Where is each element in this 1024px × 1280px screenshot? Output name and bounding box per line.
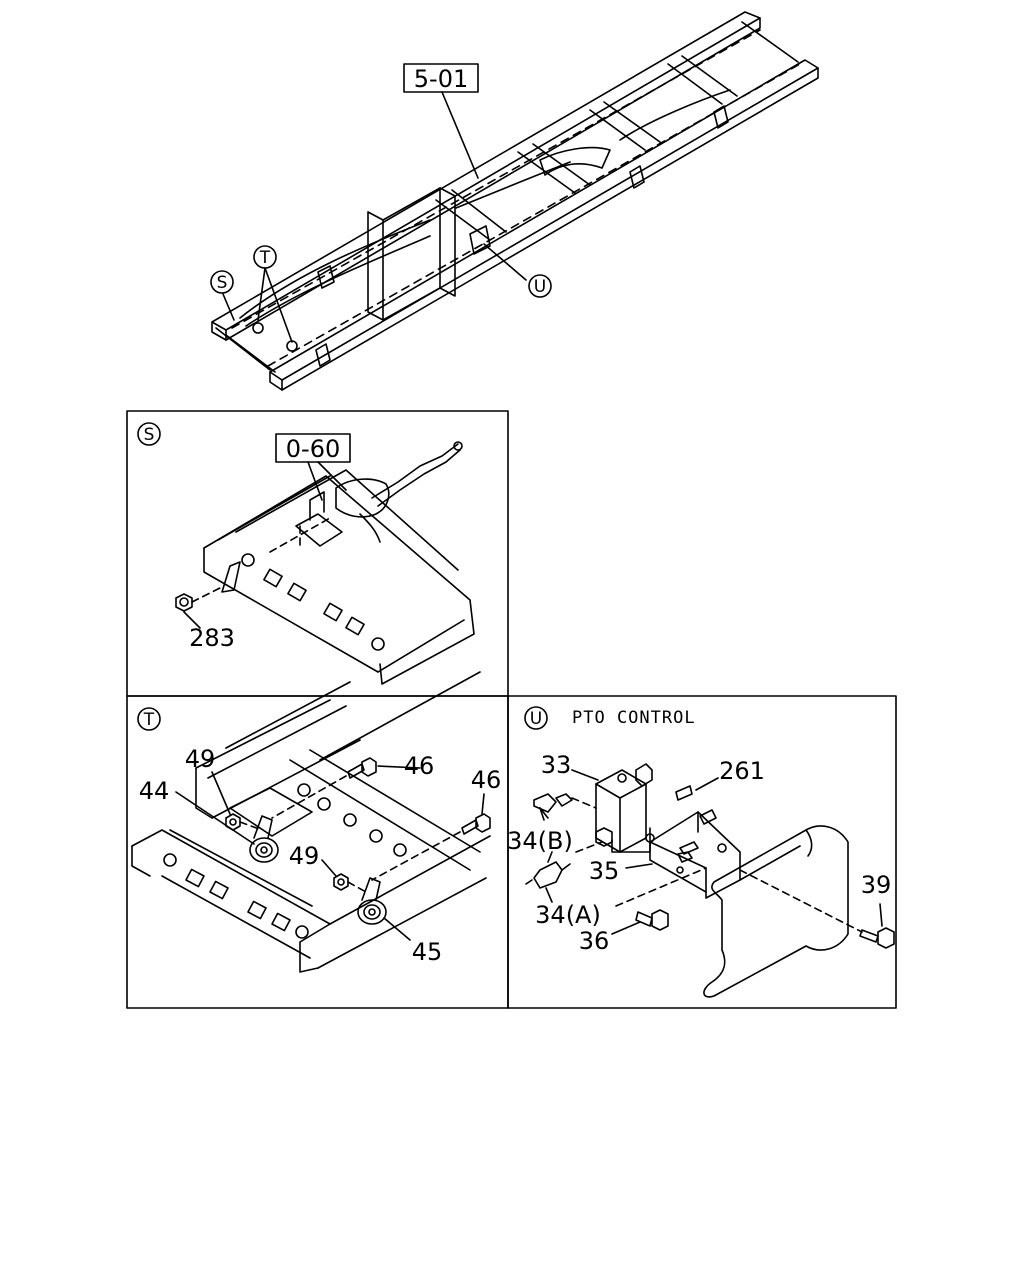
panel-t-dashed-links: [239, 775, 461, 893]
panel-s-rail: [203, 469, 475, 685]
panel-s-cable-bracket: [269, 441, 463, 553]
bolt-39-icon: [859, 927, 895, 949]
part-label-46-upper: 46: [404, 752, 435, 780]
bolt-46-right-icon: [461, 813, 491, 835]
callout-t-leader-a: [257, 267, 266, 321]
frame-rail-icon: [703, 825, 849, 998]
part-label-36: 36: [579, 927, 610, 955]
ref-box-5-01: [403, 63, 479, 93]
part-label-49-lower: 49: [289, 842, 320, 870]
ref-box-0-60-label: 0-60: [286, 435, 340, 463]
plug-261-icon: [675, 785, 699, 863]
callout-s-label: S: [217, 273, 228, 293]
callout-t-leader-b: [264, 267, 293, 343]
callout-s-circle: [210, 270, 234, 294]
callout-u-circle: [528, 274, 552, 298]
callout-t-circle: [253, 245, 277, 269]
panel-u-frame: [507, 695, 897, 1009]
part-label-39: 39: [861, 871, 892, 899]
solenoid-valve-33-icon: [595, 763, 655, 853]
callout-u-leader: [483, 243, 527, 281]
part-label-283: 283: [189, 624, 235, 652]
part-label-261: 261: [719, 757, 765, 785]
truck-chassis-frame: [211, 11, 819, 391]
panel-u-dashed-links: [571, 797, 863, 933]
callout-t-label: T: [259, 248, 271, 268]
nut-283-leader: [191, 585, 225, 603]
elbow-34b-icon: [533, 793, 573, 821]
nut-283-icon: [175, 593, 193, 612]
panel-u-marker: U: [530, 709, 542, 729]
part-label-46-right: 46: [471, 766, 502, 794]
callout-s-leader: [222, 293, 235, 321]
panel-t-leaders: [175, 765, 485, 941]
panel-u-title: PTO CONTROL: [572, 708, 696, 728]
panel-u-marker-circle: [524, 706, 548, 730]
ref-box-5-01-label: 5-01: [414, 65, 468, 93]
tee-34a-icon: [525, 851, 571, 889]
part-label-34a: 34(A): [535, 901, 601, 929]
panel-u-leaders: [539, 769, 883, 935]
bolt-46-upper-icon: [347, 757, 377, 779]
part-label-49-upper: 49: [185, 745, 216, 773]
panel-s-marker-circle: [137, 422, 161, 446]
panel-t-marker: T: [143, 710, 155, 730]
callout-u-label: U: [534, 277, 546, 297]
ref-box-0-60-leader: [307, 461, 347, 501]
fitting-icon: [595, 827, 613, 847]
panel-t-rails: [131, 671, 491, 973]
nut-283-label-leader: [183, 611, 201, 629]
horn-45-icon: [357, 877, 387, 925]
part-label-44: 44: [139, 777, 170, 805]
horn-44-icon: [249, 815, 279, 863]
part-label-34b: 34(B): [507, 827, 573, 855]
bracket-35-icon: [649, 809, 741, 899]
panel-s-marker: S: [144, 425, 155, 445]
panel-t-marker-circle: [137, 707, 161, 731]
ref-box-5-01-leader: [441, 91, 479, 179]
part-label-35: 35: [589, 857, 620, 885]
part-label-33: 33: [541, 751, 572, 779]
bolt-36-icon: [635, 909, 669, 931]
ref-box-0-60: [275, 433, 351, 463]
nut-49-lower-icon: [333, 873, 349, 891]
part-label-45: 45: [412, 938, 443, 966]
